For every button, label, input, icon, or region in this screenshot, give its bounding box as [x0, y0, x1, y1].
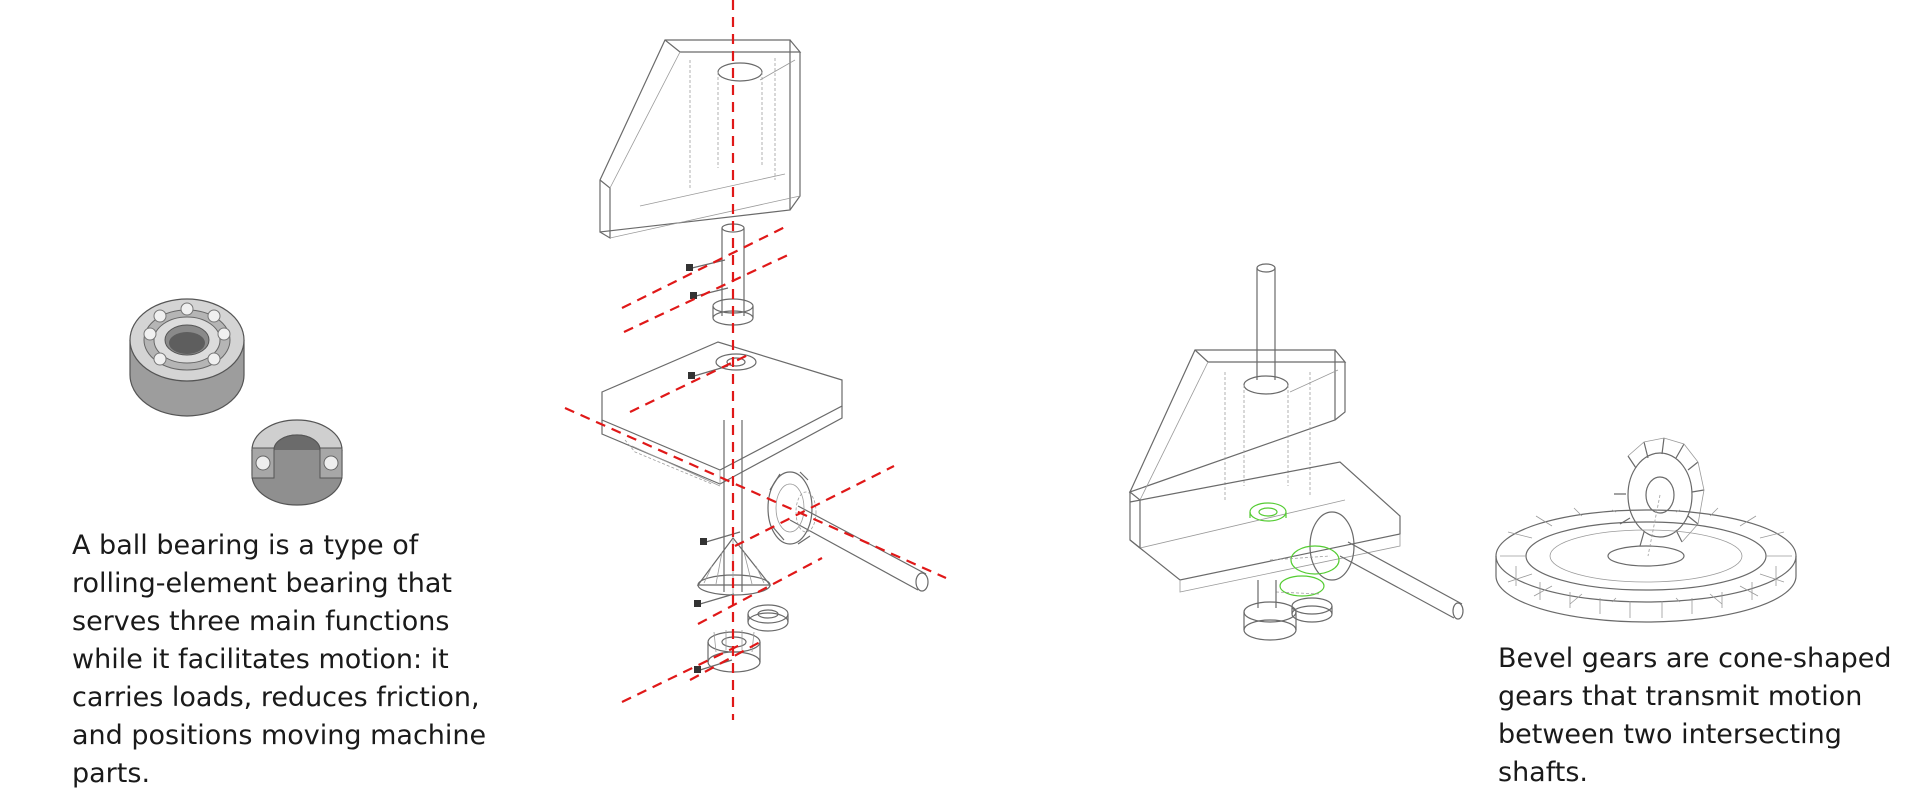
- bevel-gear-pair-drawing: [1495, 437, 1797, 623]
- bearing-cutaway-image: [251, 419, 343, 506]
- bevel-gear-caption: Bevel gears are cone-shaped gears that t…: [1498, 643, 1892, 788]
- ball-bearing-image: [129, 298, 245, 417]
- axis-lines: [564, 0, 947, 720]
- ball-bearing-caption: A ball bearing is a type of rolling-elem…: [72, 530, 487, 789]
- assembled-mechanism-drawing: [1128, 263, 1464, 641]
- exploded-assembly-drawing: [599, 39, 929, 673]
